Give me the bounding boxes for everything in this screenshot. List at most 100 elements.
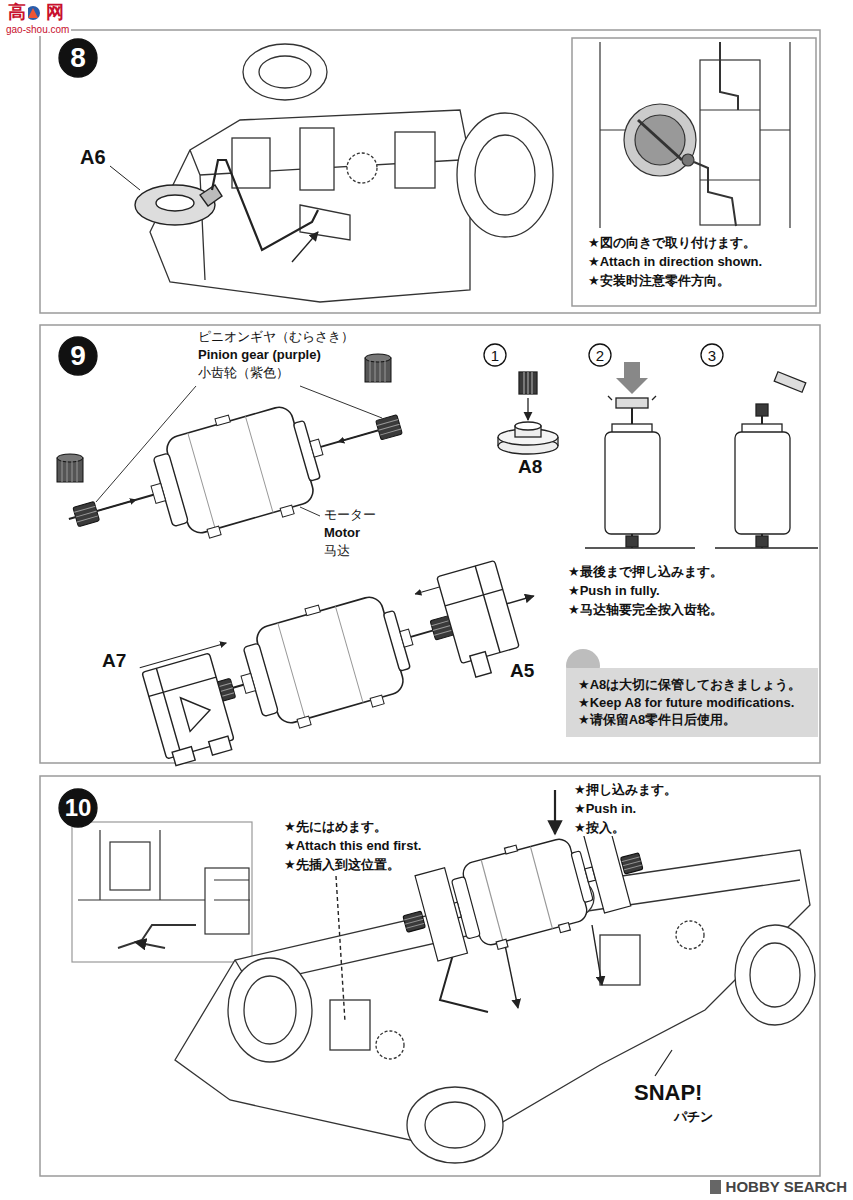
substep-3-drawing-part (774, 372, 806, 393)
motor-installed-part (621, 853, 643, 874)
motor-installed-part (403, 911, 425, 932)
note-text: ★Push in fully. (566, 584, 662, 599)
motor-installed-part (592, 925, 602, 985)
terminal-a6-part (110, 166, 140, 190)
chassis-drawing-part (395, 132, 435, 188)
pinion-icons-part (365, 354, 391, 382)
detail-inset-8 (600, 42, 790, 228)
sound-word: パチン (672, 1110, 715, 1125)
substep-3-drawing-part (756, 536, 768, 547)
detail-inset-8-part (694, 162, 736, 226)
leader-lines-part (96, 386, 196, 502)
pinion-icons (57, 354, 391, 482)
chassis-drawing-10-part (244, 976, 296, 1044)
note-text: ★Attach this end first. (282, 839, 423, 854)
chassis-drawing-part (243, 44, 327, 100)
circle-outline (589, 344, 611, 366)
step-number-text: 8 (70, 44, 86, 72)
note-box: ★A8は大切に保管しておきましょう。★Keep A8 for future mo… (566, 668, 818, 737)
chassis-drawing-part (475, 135, 535, 215)
circle-outline (59, 39, 97, 77)
note-text: ★Keep A8 for future modifications. (578, 694, 808, 712)
chassis-drawing-10-part (376, 1031, 404, 1059)
motor-pinions-part (73, 501, 100, 526)
substep-number: 3 (700, 343, 724, 367)
motor-installed-part (393, 815, 653, 971)
terminal-a6 (110, 160, 318, 262)
motor-housing-assembly-part (209, 736, 232, 755)
note-text: ★押し込みます。 (572, 783, 679, 798)
motor-pinions (53, 370, 415, 573)
substep-2-drawing-part (585, 547, 695, 549)
leader-lines (96, 386, 382, 516)
note-text: ★最後まで押し込みます。 (566, 565, 725, 580)
substep-1-drawing-part (515, 422, 541, 430)
watermark-icons-part (28, 8, 38, 18)
terminal-a6-part (156, 195, 194, 211)
part-name: A8 (516, 456, 544, 478)
chassis-drawing-part (232, 138, 270, 188)
note-text: ★马达轴要完全按入齿轮。 (566, 603, 725, 618)
detail-inset-10 (72, 822, 252, 962)
motor-installed-part (336, 876, 345, 1022)
part-name: 马达 (322, 544, 352, 559)
substep-2-drawing-part (616, 398, 648, 408)
sound-word: SNAP! (632, 1080, 704, 1105)
chassis-drawing-10-part (407, 1087, 503, 1163)
substep-number: 1 (483, 343, 507, 367)
terminal-a6-part (135, 185, 215, 225)
detail-inset-10-part (118, 925, 196, 948)
motor-housing-assembly-part (142, 653, 237, 767)
step-panels-part (40, 325, 820, 763)
note-text: ★Push in. (572, 802, 638, 817)
step-number: 8 (58, 38, 98, 78)
motor-housing-assembly-part (172, 747, 195, 766)
motor-pinions-part (376, 415, 403, 440)
motor-housing-assembly-part (470, 652, 491, 678)
watermark: gao-shou.com (4, 24, 71, 36)
terminal-a6-part (200, 185, 222, 206)
note-text: ★図の向きで取り付けます。 (586, 236, 758, 251)
substep-2-drawing-part (605, 432, 660, 534)
detail-inset-10-part (214, 880, 249, 900)
chassis-drawing-part (300, 205, 350, 240)
circle-outline (59, 337, 97, 375)
leader-lines-part (300, 386, 382, 418)
part-name: Pinion gear (purple) (196, 348, 323, 363)
note-text: ★按入。 (572, 821, 627, 836)
step-panels (40, 30, 820, 1176)
substep-2-drawing (585, 362, 695, 548)
terminal-a6-part (292, 232, 318, 262)
motor-installed-part (655, 1050, 672, 1076)
detail-inset-8-part (624, 104, 696, 176)
watermark-icons-part (26, 6, 40, 20)
motor-housing-assembly-part (142, 653, 234, 759)
motor-housing-assembly-part (437, 560, 519, 663)
chassis-drawing (150, 44, 553, 302)
watermark-icons-part (710, 1180, 721, 1194)
substep-3-drawing-part (756, 404, 768, 416)
motor-housing-assembly-part (228, 583, 426, 740)
step-number-text: 1 (491, 348, 499, 363)
chassis-drawing-10-part (228, 958, 312, 1062)
step-number: 10 (58, 788, 98, 828)
note-text: ★Attach in direction shown. (586, 255, 764, 270)
chassis-drawing-part (347, 153, 377, 183)
detail-inset-10-part (110, 842, 150, 890)
motor-pinions-part (100, 500, 137, 510)
note-text: ★A8は大切に保管しておきましょう。 (578, 676, 808, 694)
substep-2-drawing-part (616, 362, 648, 394)
detail-inset-8-part (700, 60, 760, 225)
motor-installed-part (554, 790, 556, 834)
substep-3-drawing (715, 372, 818, 548)
detail-inset-10-part (205, 868, 249, 934)
step-panels-part (40, 30, 820, 313)
motor-housing-assembly-part (507, 596, 534, 604)
substep-2-drawing-part (608, 396, 656, 400)
motor-housing-assembly-part (437, 560, 519, 663)
note-text: ★先插入到这位置。 (282, 858, 402, 873)
chassis-drawing-10-part (735, 925, 815, 1025)
substep-1-drawing-part (527, 398, 528, 420)
